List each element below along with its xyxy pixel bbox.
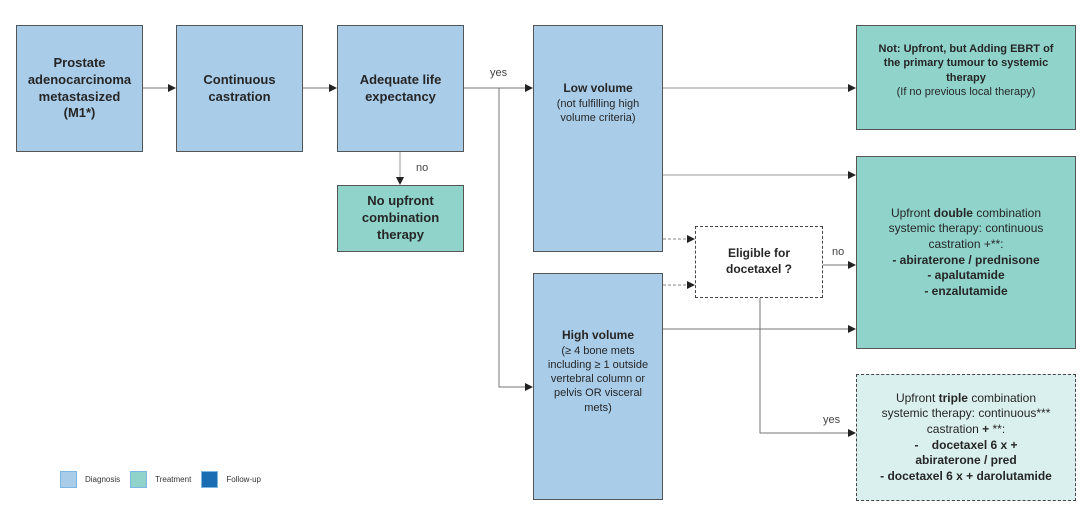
legend-label: Diagnosis — [85, 475, 121, 484]
edge-label-yes: yes — [490, 67, 508, 79]
legend-swatch — [130, 471, 148, 488]
node-triple-combination: Upfront triple combination systemic ther… — [856, 374, 1076, 501]
node-low-title: Low volume — [563, 81, 633, 96]
legend-swatch — [201, 471, 219, 488]
node-double-line2: systemic therapy: continuous — [888, 221, 1044, 236]
legend-item-treatment: Treatment — [130, 471, 191, 488]
node-life-line: expectancy — [365, 88, 436, 104]
node-high-detail: mets) — [584, 401, 612, 414]
node-low-detail: volume criteria) — [560, 112, 636, 125]
node-double-drug: - apalutamide — [927, 268, 1005, 283]
node-high-detail: (≥ 4 bone mets — [561, 344, 635, 357]
node-triple-drug: - docetaxel 6 x + darolutamide — [880, 468, 1052, 483]
edge-label-yes: yes — [823, 414, 841, 426]
node-triple-drug: - docetaxel 6 x + — [914, 437, 1018, 452]
edge-label-no: no — [416, 162, 429, 174]
legend: Diagnosis Treatment Follow-up — [60, 471, 271, 488]
node-castration-line: Continuous — [203, 71, 276, 87]
node-double-drug: - enzalutamide — [924, 283, 1008, 298]
node-prostate-line: adenocarcinoma — [27, 71, 132, 87]
text: combination — [967, 390, 1037, 405]
node-double-drug: - abiraterone / prednisone — [892, 252, 1040, 267]
node-ebrt-note: (If no previous local therapy) — [896, 85, 1036, 98]
legend-item-diagnosis: Diagnosis — [60, 471, 120, 488]
text: castration — [926, 421, 983, 436]
text: **: — [989, 421, 1006, 436]
arrow-life-high — [498, 88, 533, 391]
text: combination — [972, 205, 1042, 220]
node-high-title: High volume — [561, 327, 634, 342]
node-ebrt: Not: Upfront, but Adding EBRT of the pri… — [856, 25, 1076, 130]
text-emph: + — [982, 421, 990, 436]
node-double-combination: Upfront double combination systemic ther… — [856, 156, 1076, 349]
text: Upfront — [895, 390, 939, 405]
node-high-detail: pelvis OR visceral — [553, 387, 643, 400]
node-noupfront-line: No upfront — [367, 193, 434, 209]
node-triple-line1: Upfront triple combination — [896, 391, 1036, 407]
node-prostate-line: metastasized — [38, 88, 121, 104]
text-emph: double — [933, 205, 973, 220]
node-castration-line: castration — [208, 88, 271, 104]
node-high-volume: High volume (≥ 4 bone mets including ≥ 1… — [533, 273, 663, 500]
node-prostate-line: Prostate — [53, 54, 106, 70]
node-prostate-line: (M1*) — [63, 105, 96, 121]
node-ebrt-title: Not: Upfront, but Adding EBRT of — [878, 42, 1054, 55]
node-ebrt-title: the primary tumour to systemic — [883, 57, 1049, 70]
legend-swatch — [60, 471, 77, 488]
legend-label: Follow-up — [226, 475, 261, 484]
node-low-detail: (not fulfilling high — [556, 98, 640, 110]
node-triple-line3: castration + **: — [927, 422, 1005, 438]
legend-item-follow-up: Follow-up — [201, 471, 261, 488]
node-triple-drug: abiraterone / pred — [915, 453, 1017, 468]
node-ebrt-title: therapy — [946, 71, 986, 84]
node-double-line1: Upfront double combination — [891, 206, 1041, 222]
node-high-detail: including ≥ 1 outside — [547, 358, 649, 371]
edge-label-no: no — [832, 246, 845, 258]
node-high-detail: vertebral column or — [550, 373, 646, 386]
node-eligible-docetaxel: Eligible for docetaxel ? — [695, 226, 823, 298]
node-life-line: Adequate life — [359, 71, 442, 87]
node-eligible-line: Eligible for — [727, 246, 790, 261]
text: Upfront — [890, 205, 934, 220]
node-prostate: Prostate adenocarcinoma metastasized (M1… — [16, 25, 143, 152]
text-emph: triple — [938, 390, 968, 405]
node-castration: Continuous castration — [176, 25, 303, 152]
node-eligible-line: docetaxel ? — [725, 262, 793, 276]
node-noupfront-line: therapy — [377, 226, 424, 242]
node-low-volume: Low volume (not fulfilling high volume c… — [533, 25, 663, 252]
node-noupfront-line: combination — [361, 210, 440, 226]
node-no-upfront: No upfront combination therapy — [337, 185, 464, 252]
legend-label: Treatment — [155, 475, 192, 484]
arrow-eligible-triple — [759, 298, 856, 437]
node-double-line3: castration +**: — [928, 236, 1004, 251]
node-triple-line2: systemic therapy: continuous*** — [881, 406, 1051, 421]
node-life-expectancy: Adequate life expectancy — [337, 25, 464, 152]
